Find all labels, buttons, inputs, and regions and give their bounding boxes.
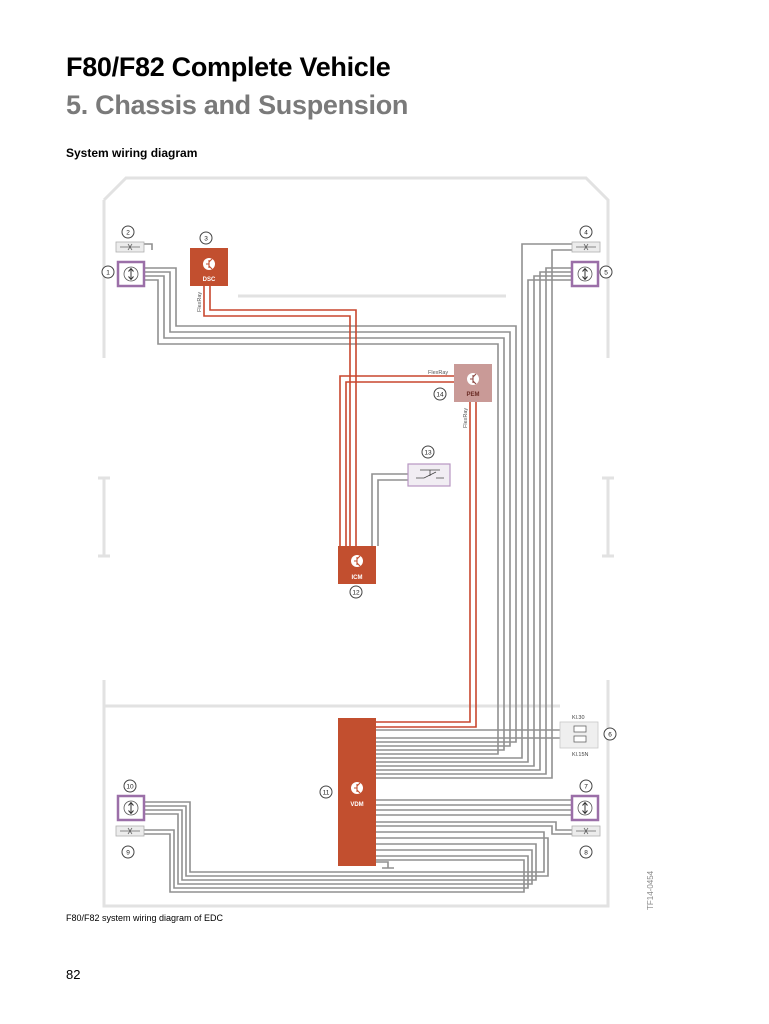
callout-8-label: 8 — [584, 850, 588, 857]
fuse-icon — [573, 725, 587, 733]
height-sensor-icon — [570, 260, 600, 288]
damper-valve-icon — [571, 241, 601, 253]
damper-valve-icon — [115, 241, 145, 253]
callout-7-label: 7 — [584, 784, 588, 791]
callout-12-label: 12 — [352, 590, 360, 597]
terminal-kl15n-label: Kl.15N — [572, 752, 589, 758]
damper-valve-icon — [115, 825, 145, 837]
transistor-icon — [206, 258, 213, 270]
gray-harness — [144, 243, 572, 893]
transistor-icon — [354, 555, 361, 567]
fuse-block — [559, 721, 599, 749]
pem-module: PEM — [454, 364, 492, 402]
icm-module: ICM — [338, 546, 376, 584]
page-title: F80/F82 Complete Vehicle — [66, 52, 391, 82]
damper-valve-icon — [571, 825, 601, 837]
height-sensor-icon — [116, 794, 146, 822]
vdm-label: VDM — [350, 802, 363, 808]
dsc-flexray-label: FlexRay — [197, 292, 203, 312]
height-sensor-icon — [570, 794, 600, 822]
pem-flexray-in-label: FlexRay — [428, 370, 448, 376]
vdm-module: VDM — [338, 718, 376, 866]
figure-caption: F80/F82 system wiring diagram of EDC — [66, 913, 224, 923]
callout-11-label: 11 — [323, 790, 330, 797]
callout-1-label: 1 — [106, 270, 110, 277]
callout-1-label: 2 — [126, 230, 130, 237]
callout-14-label: 14 — [436, 392, 444, 399]
vehicle-outline — [98, 176, 614, 908]
callout-10-label: 10 — [126, 784, 134, 791]
callout-13-label: 13 — [424, 450, 432, 457]
flexray-bus — [203, 286, 477, 728]
chapter-subtitle: 5. Chassis and Suspension — [66, 90, 409, 120]
figure-code: TF14-0454 — [646, 870, 655, 910]
dsc-module: DSC — [190, 248, 228, 286]
switch-component — [407, 463, 451, 487]
dsc-label: DSC — [203, 277, 216, 283]
transistor-icon — [470, 373, 477, 385]
callout-9-label: 9 — [126, 850, 130, 857]
pem-label: PEM — [466, 392, 479, 398]
height-sensor-icon — [116, 260, 146, 288]
pem-flexray-out-label: FlexRay — [463, 408, 469, 428]
callout-3-label: 3 — [204, 236, 208, 243]
switch-icon — [416, 469, 444, 479]
callout-6-label: 6 — [608, 732, 612, 739]
callout-4-label: 4 — [584, 230, 588, 237]
callout-5-label: 5 — [604, 270, 608, 277]
section-heading: System wiring diagram — [66, 146, 198, 160]
transistor-icon — [354, 782, 361, 794]
page-number: 82 — [66, 967, 81, 982]
icm-label: ICM — [352, 575, 363, 581]
fuse-icon — [573, 735, 587, 743]
callout-circles — [101, 225, 617, 859]
terminal-kl30-label: Kl.30 — [572, 715, 585, 721]
